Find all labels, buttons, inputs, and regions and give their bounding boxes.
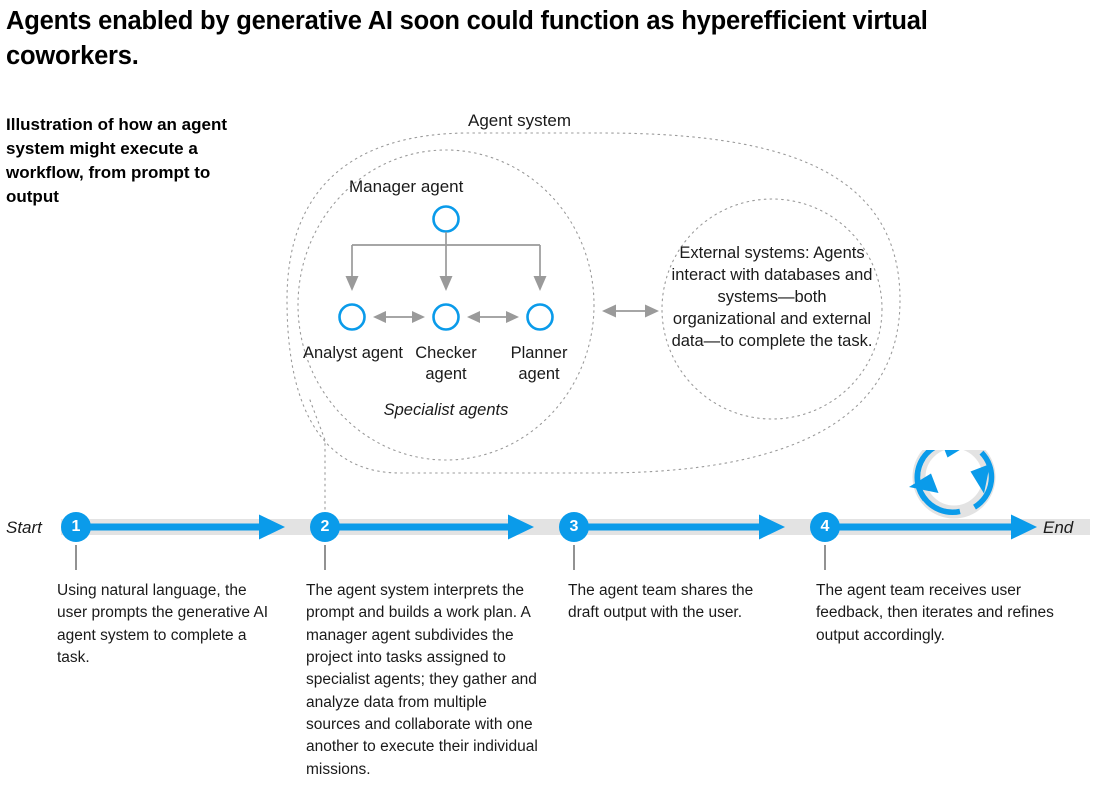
chart-deck-description: Illustration of how an agent system migh… xyxy=(6,115,227,207)
timeline-svg xyxy=(61,450,1090,570)
planner-agent-label: Planner agent xyxy=(510,344,568,384)
agents-external-systems-double-arrow xyxy=(602,304,659,318)
external-systems-boundary-dotted-circle xyxy=(661,198,883,420)
diagram-svg xyxy=(286,132,901,513)
analyst-checker-double-arrow xyxy=(373,311,425,323)
timeline-node-4[interactable]: 4 xyxy=(810,512,840,542)
step-caption-2: The agent system interprets the prompt a… xyxy=(306,582,538,778)
checker-agent-node xyxy=(432,303,460,331)
specialist-agents-group-label: Specialist agents xyxy=(383,401,509,419)
timeline-arrow-1-2 xyxy=(76,514,285,540)
manager-to-specialists-arrowheads xyxy=(345,276,547,291)
timeline-arrow-3-4 xyxy=(574,514,785,540)
checker-planner-double-arrow xyxy=(467,311,519,323)
manager-agent-label: Manager agent xyxy=(349,177,464,196)
agent-system-label: Agent system xyxy=(468,111,571,130)
timeline-node-1[interactable]: 1 xyxy=(61,512,91,542)
timeline-arrow-4-end xyxy=(825,514,1037,540)
analyst-agent-node xyxy=(338,303,366,331)
checker-agent-label: Checker agent xyxy=(415,344,477,384)
timeline-start-label: Start xyxy=(6,518,42,537)
manager-to-specialists-connectors xyxy=(351,232,541,277)
refresh-loop-icon xyxy=(909,450,996,519)
agent-system-to-step2-dotted-connector xyxy=(309,399,326,513)
analyst-agent-label: Analyst agent xyxy=(303,344,403,362)
external-systems-description: External systems: Agents interact with d… xyxy=(671,244,873,350)
specialist-agents-boundary-dotted-circle xyxy=(297,149,595,461)
page-title: Agents enabled by generative AI soon cou… xyxy=(6,7,928,70)
timeline-node-2[interactable]: 2 xyxy=(310,512,340,542)
step-caption-4: The agent team receives user feedback, t… xyxy=(816,582,1054,644)
timeline-end-label: End xyxy=(1043,518,1074,537)
timeline-node-3[interactable]: 3 xyxy=(559,512,589,542)
agent-system-diagram: Agent system Manager agent Analyst agent… xyxy=(286,111,901,513)
timeline-arrow-2-3 xyxy=(325,514,534,540)
step-caption-1: Using natural language, the user prompts… xyxy=(57,582,269,666)
manager-agent-node xyxy=(432,205,460,233)
step-caption-3: The agent team shares the draft output w… xyxy=(568,582,754,622)
planner-agent-node xyxy=(526,303,554,331)
agent-system-boundary-dotted-shape xyxy=(286,132,901,474)
node-caption-tick-lines xyxy=(75,545,826,570)
